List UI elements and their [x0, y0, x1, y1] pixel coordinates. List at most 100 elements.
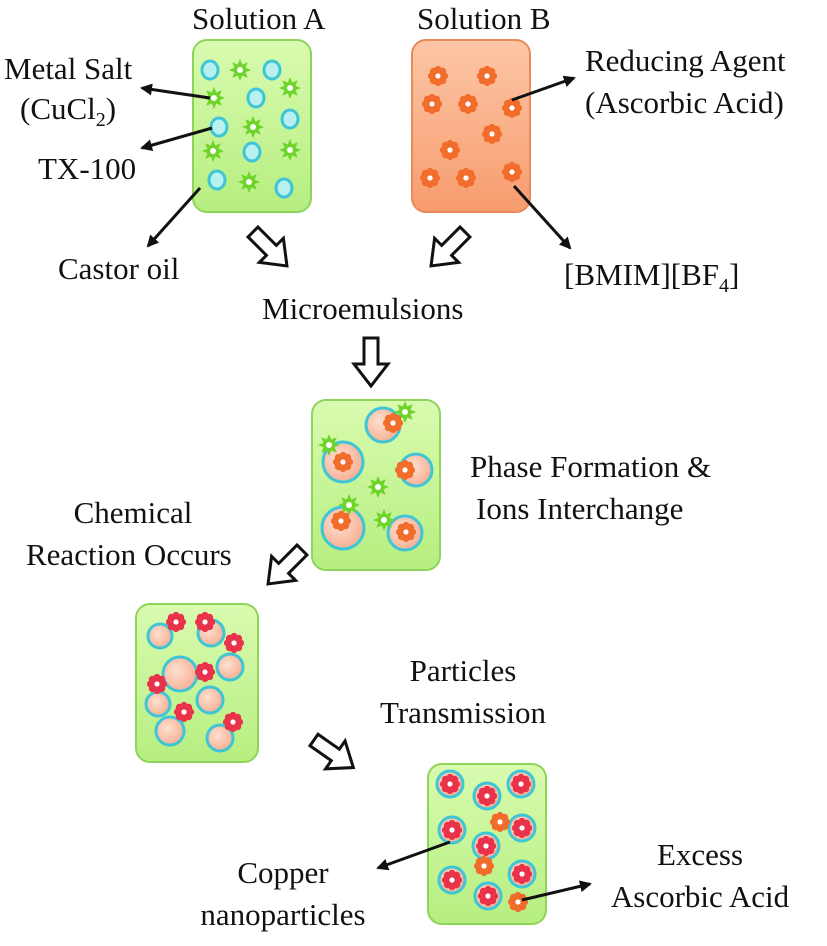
ionic-liquid-close: ]	[729, 257, 740, 292]
particle-symbols	[144, 59, 537, 913]
surfactant-star-core	[326, 442, 332, 448]
copper-nanoparticle-core	[519, 871, 525, 877]
reducing-agent-flower-core	[435, 73, 441, 79]
surfactant-star-core	[381, 517, 387, 523]
castor-oil-label: Castor oil	[58, 251, 180, 286]
copper-nanoparticle-core	[484, 793, 490, 799]
solution-a-label: Solution A	[192, 1, 326, 36]
excess-acid-flower-core	[497, 819, 503, 825]
micelle-ring	[280, 108, 300, 130]
surfactant-star-core	[287, 85, 293, 91]
copper-nanoparticle-core	[447, 781, 453, 787]
flow-arrow-transmission	[307, 732, 356, 771]
micelle	[144, 690, 172, 718]
surfactant-star-core	[375, 484, 381, 490]
surfactant-star-core	[346, 502, 352, 508]
pointer-arrows	[140, 75, 592, 902]
reducing-agent-flower-core	[447, 147, 453, 153]
micelle-ring	[246, 87, 266, 109]
surfactant-star-core	[211, 95, 217, 101]
surfactant-star-core	[402, 409, 408, 415]
process-arrows	[245, 224, 473, 771]
flow-arrow-b	[429, 224, 473, 268]
micelle	[205, 723, 235, 753]
reducing-agent-flower-core	[509, 169, 515, 175]
micelle	[161, 655, 199, 693]
micelle-ring	[207, 169, 227, 191]
ionic-liquid-label: [BMIM][BF4]	[564, 257, 740, 297]
reduced-copper-flower-core	[202, 619, 208, 625]
exchange-flower-core	[338, 518, 344, 524]
copper-nanoparticle-core	[449, 827, 455, 833]
reduced-copper-flower-core	[231, 640, 237, 646]
excess-label: Excess	[656, 837, 744, 872]
reduced-copper-flower-core	[154, 681, 160, 687]
metal-salt-formula: (CuCl2)	[20, 91, 117, 131]
copper-nanoparticle-core	[519, 825, 525, 831]
reduced-copper-flower-core	[181, 709, 187, 715]
reduced-copper-flower-core	[202, 669, 208, 675]
copper-nanoparticle-core	[483, 843, 489, 849]
micelle	[154, 715, 186, 747]
excess-acid-flower-core	[481, 863, 487, 869]
metal-salt-formula-sub: 2	[95, 109, 106, 132]
ionic-liquid-sub: 4	[719, 275, 730, 298]
reducing-agent-flower-core	[427, 175, 433, 181]
reducing-agent-flower-core	[463, 175, 469, 181]
tx100-label: TX-100	[38, 151, 137, 186]
phase-formation-label: Phase Formation &	[470, 449, 712, 484]
metal-salt-formula-main: (CuCl	[20, 91, 96, 126]
copper-label: Copper	[237, 855, 329, 890]
surfactant-star-core	[246, 179, 252, 185]
micelle-ring	[209, 116, 229, 138]
metal-salt-arrow	[140, 83, 211, 100]
flow-arrow-a	[245, 224, 289, 268]
tx100-arrow	[140, 126, 213, 152]
micelle-ring	[262, 59, 282, 81]
reducing-agent-arrow	[511, 75, 576, 102]
copper-nanoparticle-core	[485, 893, 491, 899]
excess-acid-flower-core	[515, 899, 521, 905]
reducing-agent-flower-core	[484, 73, 490, 79]
exchange-flower-core	[390, 420, 396, 426]
reducing-agent-flower-core	[489, 131, 495, 137]
reducing-agent-flower-core	[509, 105, 515, 111]
reducing-agent-flower-core	[465, 101, 471, 107]
ionic-liquid-main: [BMIM][BF	[564, 257, 720, 292]
reduced-copper-flower-core	[230, 719, 236, 725]
reducing-agent-label: Reducing Agent	[585, 43, 786, 78]
ions-interchange-label: Ions Interchange	[476, 491, 684, 526]
reduced-copper-flower-core	[173, 619, 179, 625]
excess-ascorbic-acid-label: Ascorbic Acid	[610, 879, 790, 914]
micelle	[215, 652, 245, 682]
exchange-flower-core	[340, 459, 346, 465]
surfactant-star-core	[287, 147, 293, 153]
ascorbic-acid-label: (Ascorbic Acid)	[585, 85, 784, 120]
surfactant-star-core	[250, 124, 256, 130]
reducing-agent-flower-core	[429, 101, 435, 107]
metal-salt-label: Metal Salt	[4, 51, 133, 86]
micelle	[195, 685, 225, 715]
exchange-flower-core	[402, 467, 408, 473]
ionic-liquid-arrow	[512, 184, 572, 250]
particles-label: Particles	[409, 653, 517, 688]
flow-arrow-down	[350, 336, 392, 389]
copper-nanoparticle-core	[449, 877, 455, 883]
micelle-ring	[242, 141, 262, 163]
flow-arrow-reaction	[266, 542, 310, 586]
copper-nanoparticle-core	[518, 781, 524, 787]
copper-np-arrow	[376, 840, 451, 871]
surfactant-star-core	[237, 67, 243, 73]
excess-aa-arrow	[521, 880, 592, 902]
transmission-label: Transmission	[380, 695, 546, 730]
reaction-occurs-label: Reaction Occurs	[26, 537, 232, 572]
micelle	[146, 622, 174, 650]
micelle-ring	[274, 177, 294, 199]
metal-salt-formula-close: )	[105, 91, 117, 126]
nanoparticles-label: nanoparticles	[200, 897, 366, 932]
solution-b-label: Solution B	[417, 1, 551, 36]
surfactant-star-core	[210, 148, 216, 154]
micelle-ring	[200, 59, 220, 81]
